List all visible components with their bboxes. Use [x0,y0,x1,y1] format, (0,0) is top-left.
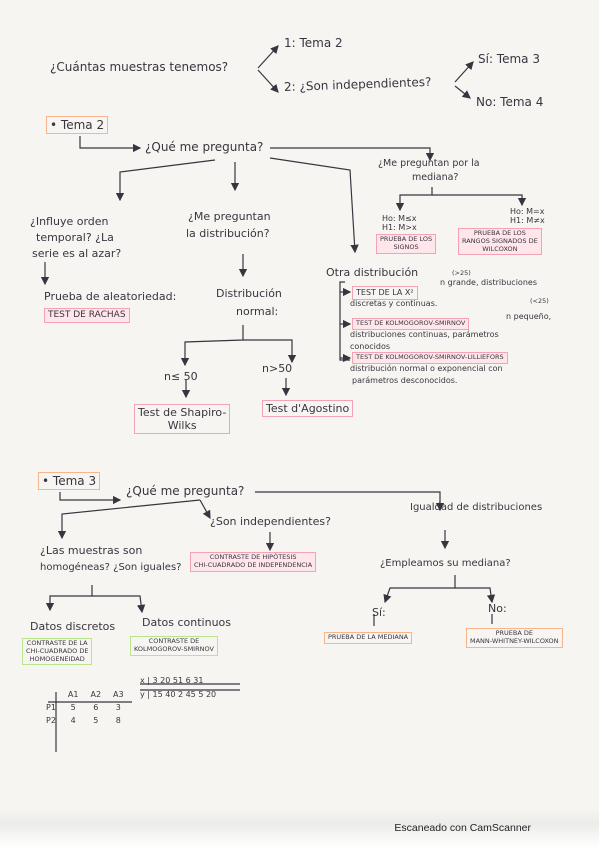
q-indep: ¿Son independientes? [210,515,331,528]
ks2-line2: KOLMOGOROV-SMIRNOV [134,644,214,653]
table-cell: 4 [70,716,76,725]
n-small: n≤ 50 [164,370,198,383]
q-median-line2: mediana? [412,172,459,183]
scan-footer-strip [0,808,599,848]
chi-desc-2: discretas y continuas. [350,299,438,308]
homog-line2: CHI-CUADRADO DE [26,646,89,655]
q-mediana: ¿Empleamos su mediana? [380,558,511,569]
lilliefors-test: TEST DE KOLMOGOROV-SMIRNOV-LILLIEFORS [352,352,508,364]
x-row: x | 3 20 51 6 31 [140,676,204,685]
q-median-line1: ¿Me preguntan por la [378,158,480,169]
mann-line2: MANN-WHITNEY-WILCOXON [470,636,559,645]
tema2-title: • Tema 2 [46,116,109,135]
contraste-line2: CHI-CUADRADO DE INDEPENDENCIA [194,560,313,569]
table-cell: P1 [46,703,56,712]
homog-test: CONTRASTE DE LA CHI-CUADRADO DE HOMOGENE… [22,638,93,666]
igualdad-dist: Igualdad de distribuciones [410,502,543,513]
tema3-ask: ¿Qué me pregunta? [126,484,245,498]
table-cell [40,688,62,701]
shapiro-line1: Test de Shapiro- [138,406,227,419]
option-one-sample: 1: Tema 2 [284,36,343,50]
ks2-test: CONTRASTE DE KOLMOGOROV-SMIRNOV [130,636,218,656]
contraste-line1: CONTRASTE DE HIPÓTESIS [209,553,297,561]
ks2-line1: CONTRASTE DE [148,637,200,645]
ks-test: TEST DE KOLMOGOROV-SMIRNOV [352,318,470,330]
hyp-left-h0: Ho: M≤x [382,214,417,223]
q-order-line1: ¿Influye orden [30,215,109,228]
q-dist-line1: ¿Me preguntan [188,210,271,223]
tema2-title-text: Tema 2 [60,118,105,132]
ks-desc-3: conocidos [350,342,391,351]
q-order-line3: serie es al azar? [32,247,122,260]
mediana-test: PRUEBA DE LA MEDIANA [324,632,413,644]
agostino-test: Test d'Agostino [262,400,354,418]
q-homog-line2: homogéneas? ¿Son iguales? [40,562,182,573]
table-cell: 3 [115,703,121,712]
tema3-title: • Tema 3 [38,472,101,491]
homog-line3: HOMOGENEIDAD [29,654,85,663]
rangos-test: PRUEBA DE LOS RANGOS SIGNADOS DE WILCOXO… [458,228,542,256]
lil-desc-1: distribución normal o exponencial con [350,364,503,373]
no-label: No: [488,602,507,615]
chi-desc-1: n grande, distribuciones [440,278,537,287]
q-dist-line2: la distribución? [186,227,270,240]
normal-line1: Distribución [216,287,282,300]
table-cell: 6 [93,703,99,712]
shapiro-line2: Wilks [167,419,197,433]
tema2-ask: ¿Qué me pregunta? [145,140,264,154]
table-cell: 5 [93,716,99,725]
rangos-line3: WILCOXON [482,244,518,253]
table-row: P1 5 6 3 [40,701,130,714]
yes-tema3: Sí: Tema 3 [478,52,540,66]
datos-discretos: Datos discretos [30,620,116,633]
shapiro-test: Test de Shapiro- Wilks [134,404,231,435]
signos-line1: PRUEBA DE LOS [380,235,433,243]
q-homog-line1: ¿Las muestras son [40,544,143,557]
top-question: ¿Cuántas muestras tenemos? [50,60,229,74]
signos-test: PRUEBA DE LOS SIGNOS [376,234,437,254]
table-cell: P2 [46,716,56,725]
tema3-title-text: Tema 3 [52,474,97,488]
normal-line2: normal: [236,305,279,318]
n-large: n>50 [262,362,293,375]
si-label: Sí: [372,606,386,619]
table-cell: 8 [115,716,121,725]
racha-test: TEST DE RACHAS [44,308,130,323]
rangos-line1: PRUEBA DE LOS [473,229,526,237]
otra-dist: Otra distribución [326,266,419,279]
table-cell: A3 [113,690,124,699]
racha-title: Prueba de aleatoriedad: [44,290,177,303]
table-cell: A1 [67,690,79,699]
table-row: P2 4 5 8 [40,714,130,727]
table-cell: 5 [70,703,76,712]
signos-line2: SIGNOS [393,242,419,251]
example-table: A1 A2 A3 P1 5 6 3 P2 4 5 8 [40,688,130,727]
hyp-left-h1: H1: M>x [382,223,417,232]
datos-continuos: Datos continuos [142,616,232,629]
hyp-right-h1: H1: M≠x [510,216,545,225]
mann-line1: PRUEBA DE [495,629,533,637]
ks-desc-1: n pequeño, [506,312,552,321]
contraste-indep: CONTRASTE DE HIPÓTESIS CHI-CUADRADO DE I… [190,552,317,572]
y-row: y | 15 40 2 45 5 20 [140,690,217,699]
lil-desc-2: parámetros desconocidos. [352,376,458,385]
chi-test: TEST DE LA X² [352,286,418,300]
mann-test: PRUEBA DE MANN-WHITNEY-WILCOXON [466,628,563,648]
homog-line1: CONTRASTE DE LA [26,639,88,647]
table-header: A1 A2 A3 [40,688,130,701]
hyp-right-h0: Ho: M=x [510,207,545,216]
table-cell: A2 [90,690,102,699]
camscanner-caption: Escaneado con CamScanner [394,822,531,834]
chi-note: (>25) [452,269,471,277]
ks-note: (<25) [530,297,549,305]
no-tema4: No: Tema 4 [476,95,544,109]
q-order-line2: temporal? ¿La [36,231,114,244]
ks-desc-2: distribuciones continuas, parámetros [350,330,499,339]
rangos-line2: RANGOS SIGNADOS DE [462,236,538,245]
